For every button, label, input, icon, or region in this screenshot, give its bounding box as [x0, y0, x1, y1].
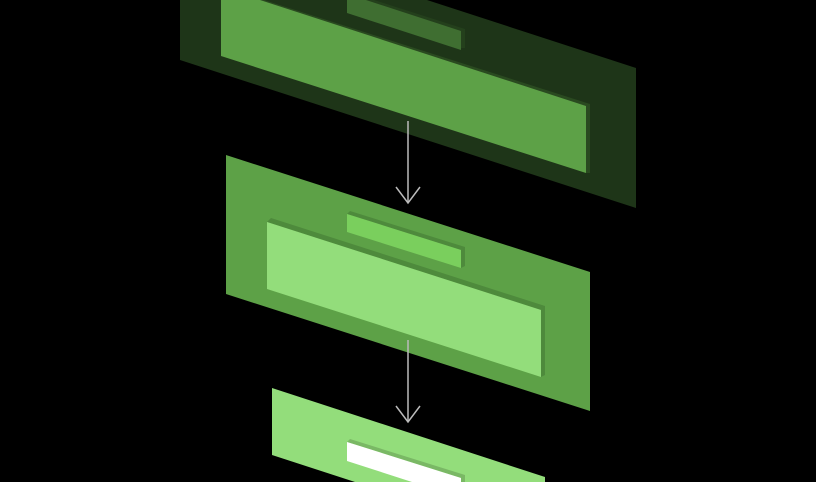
layer-3	[272, 388, 545, 482]
layer-3-outer-plane	[272, 388, 545, 482]
layer-1-small-plane	[347, 0, 461, 50]
arrow-1	[395, 121, 421, 205]
layer-3-small-shadow	[347, 439, 465, 482]
layer-2-small-shadow	[347, 211, 465, 268]
arrow-2	[395, 340, 421, 424]
layer-2-small-plane	[347, 214, 461, 268]
layer-3-small-plane	[347, 442, 461, 482]
layer-2-inner-plane	[267, 222, 541, 377]
layer-1-small-shadow	[350, 0, 465, 48]
layer-2	[226, 155, 590, 411]
layer-1-inner-plane	[221, 0, 586, 173]
layer-1	[180, 0, 636, 208]
